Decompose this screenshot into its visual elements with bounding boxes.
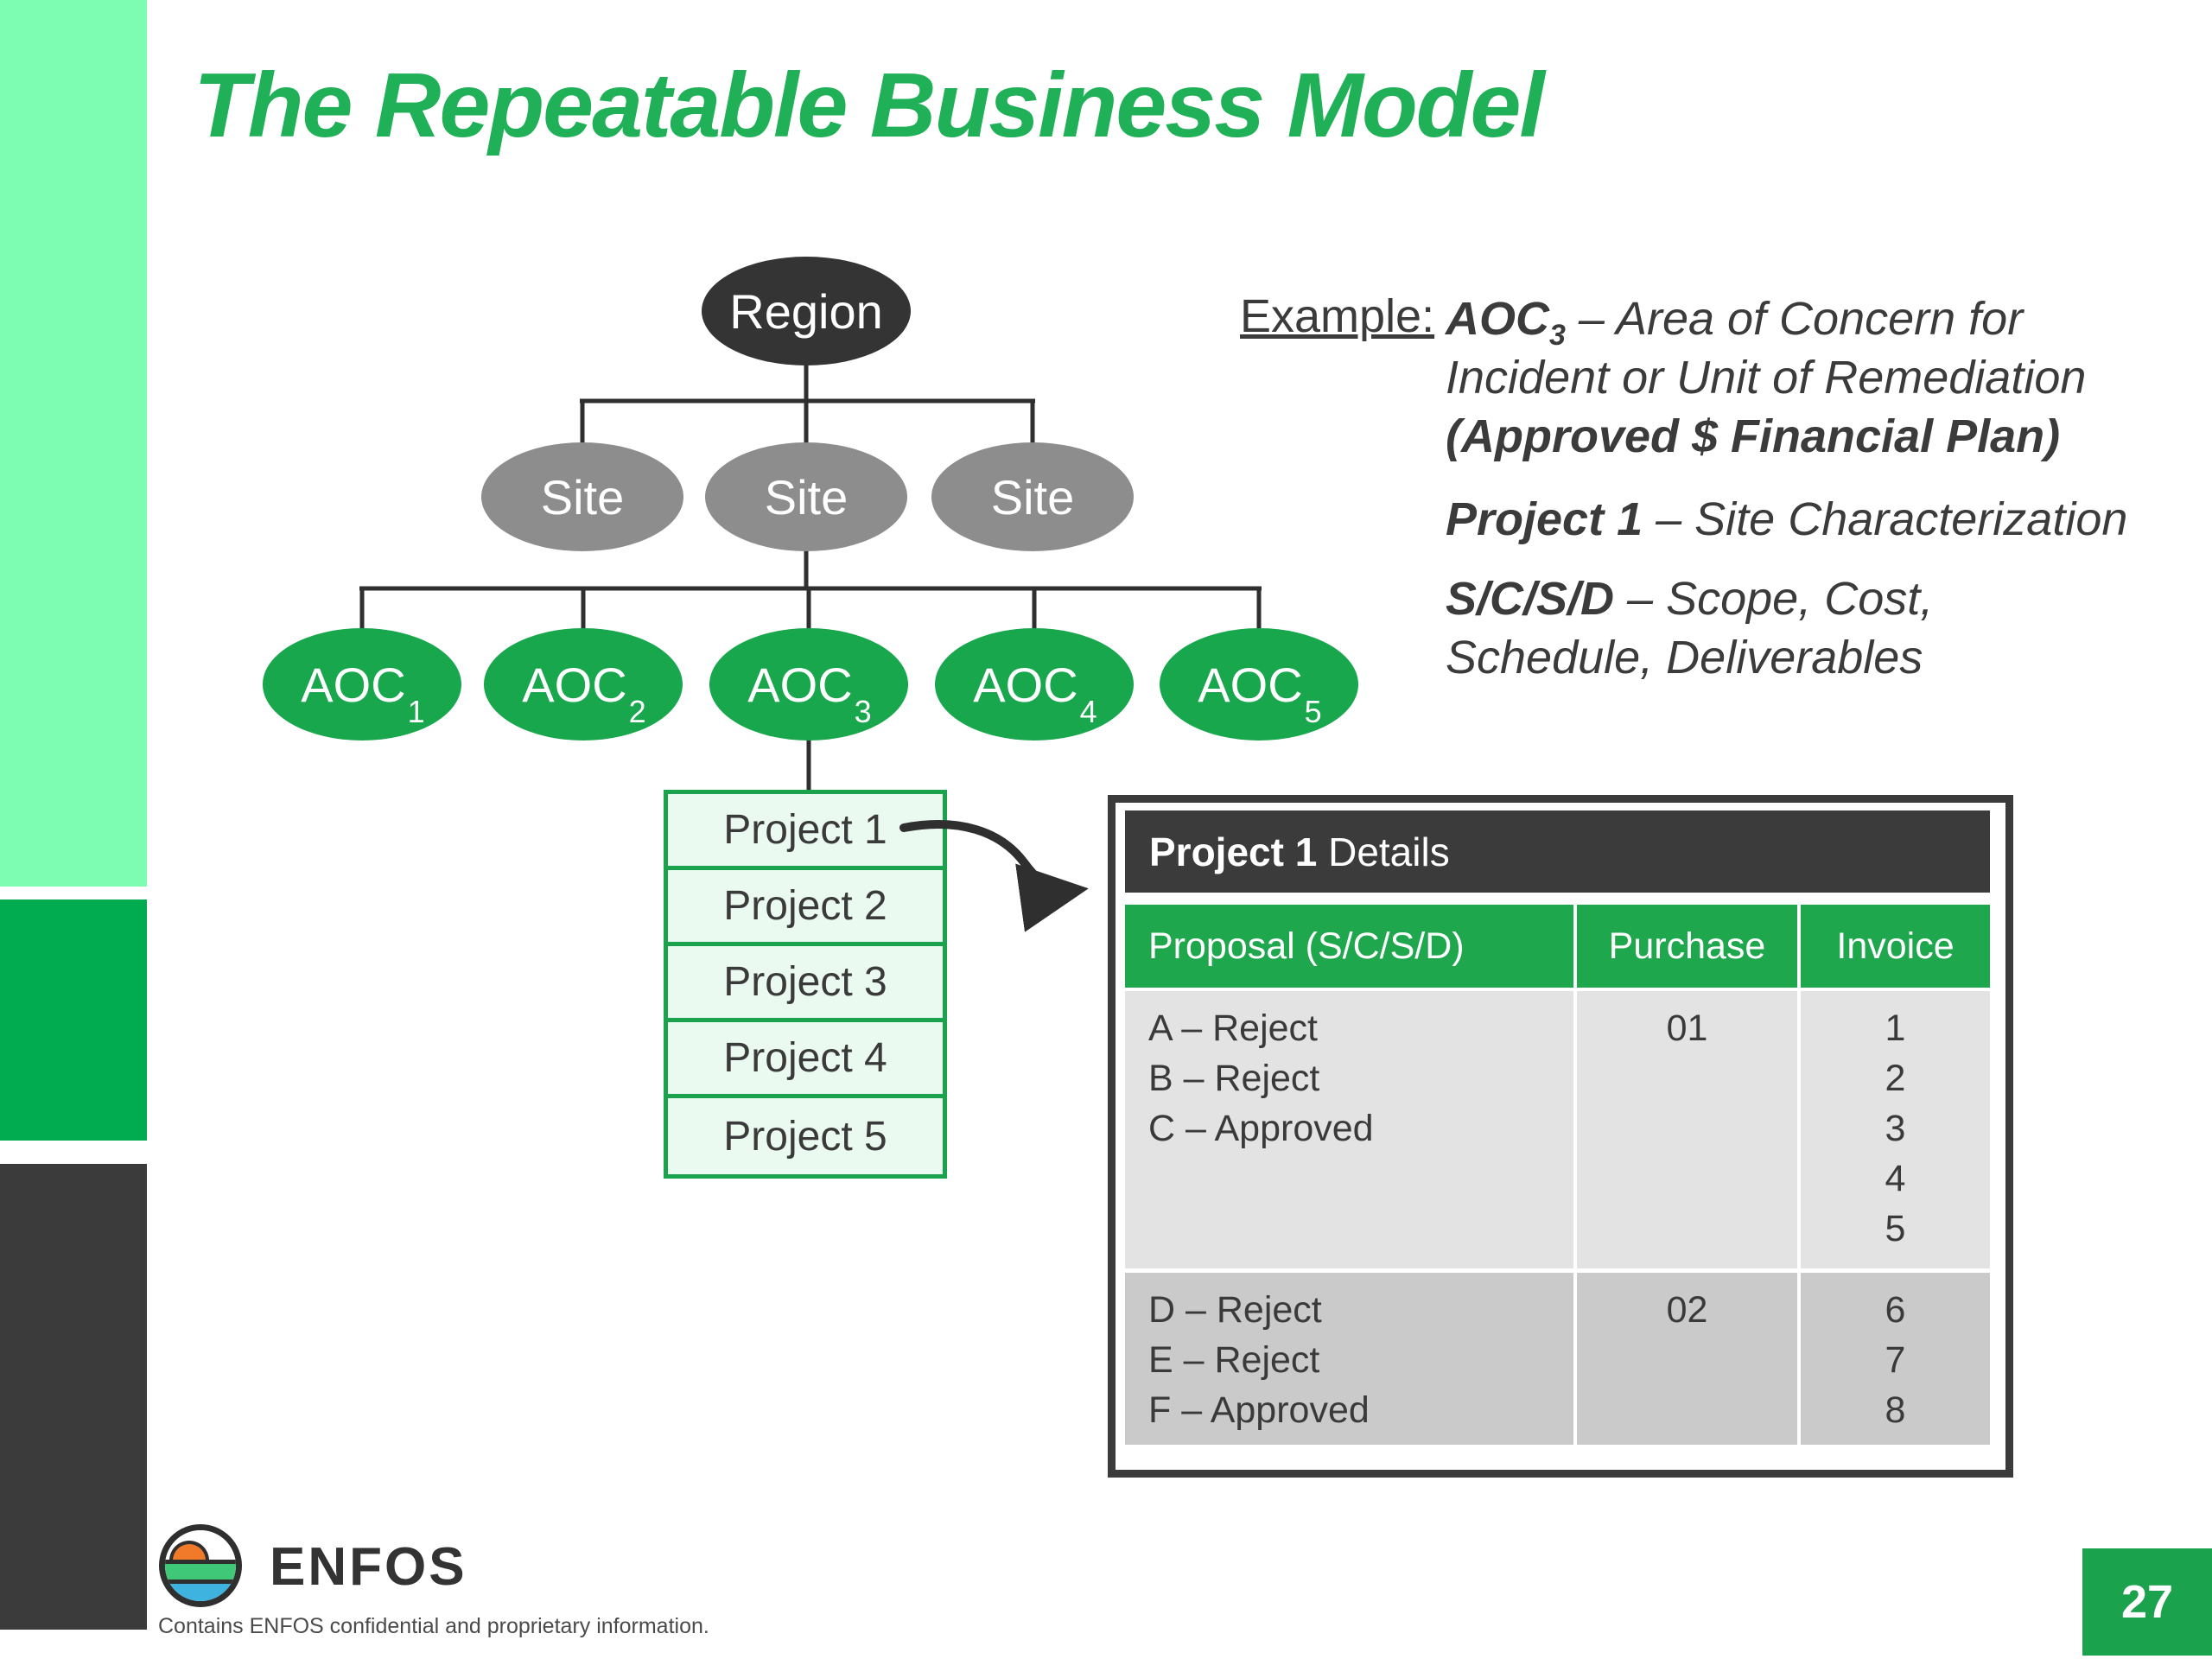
page-number: 27 (2120, 1576, 2174, 1628)
aoc-label: AOC3 (747, 657, 872, 729)
project-row: Project 3 (668, 946, 943, 1022)
left-bar-light-green (0, 0, 147, 887)
column-header-proposal: Proposal (S/C/S/D) (1125, 905, 1573, 988)
column-header-purchase: Purchase (1577, 905, 1797, 988)
aoc-node-3: AOC3 (709, 628, 908, 741)
example-scsd-line1: S/C/S/D – Scope, Cost, (1446, 573, 1934, 625)
project-details-table: Project 1 Details Proposal (S/C/S/D) Pur… (1108, 795, 2013, 1478)
column-header-invoice: Invoice (1801, 905, 1990, 988)
page-title: The Repeatable Business Model (194, 54, 1545, 156)
logo-blue-band (165, 1584, 236, 1601)
proposal-cell: A – Reject B – Reject C – Approved (1125, 991, 1573, 1268)
table-row-group-2: D – Reject E – Reject F – Approved 02 6 … (1125, 1273, 1990, 1445)
page-number-badge: 27 (2082, 1548, 2212, 1656)
logo-divider (165, 1560, 236, 1564)
example-scsd-line2: Schedule, Deliverables (1446, 632, 1923, 683)
project-row: Project 1 (668, 794, 943, 870)
purchase-cell: 02 (1577, 1273, 1797, 1445)
site-label: Site (990, 469, 1075, 524)
left-bar-dark (0, 1164, 147, 1630)
example-text: AOC3 – Area of Concern for Incident or U… (1446, 289, 2189, 687)
aoc-label: AOC5 (1198, 657, 1322, 729)
aoc-label: AOC2 (522, 657, 646, 729)
project-row: Project 2 (668, 870, 943, 946)
aoc-node-2: AOC2 (484, 628, 683, 741)
example-aoc-line2: Incident or Unit of Remediation (1446, 352, 2087, 404)
site-node-3: Site (931, 442, 1134, 551)
project-row: Project 5 (723, 1113, 887, 1160)
logo-green-band (165, 1564, 236, 1580)
site-label: Site (540, 469, 625, 524)
aoc-node-4: AOC4 (935, 628, 1134, 741)
table-row-group-1: A – Reject B – Reject C – Approved 01 1 … (1125, 991, 1990, 1268)
example-aoc-note: (Approved $ Financial Plan) (1446, 410, 2061, 462)
project-list: Project 1 Project 2 Project 3 Project 4 … (664, 790, 947, 1179)
logo-divider (165, 1580, 236, 1584)
purchase-cell: 01 (1577, 991, 1797, 1268)
site-label: Site (764, 469, 849, 524)
aoc-node-5: AOC5 (1160, 628, 1358, 741)
aoc-label: AOC1 (301, 657, 425, 729)
details-table-header-row: Proposal (S/C/S/D) Purchase Invoice (1125, 905, 1990, 988)
proposal-cell: D – Reject E – Reject F – Approved (1125, 1273, 1573, 1445)
enfos-logo-text: ENFOS (270, 1537, 467, 1597)
confidentiality-note: Contains ENFOS confidential and propriet… (158, 1614, 709, 1638)
aoc-label: AOC4 (973, 657, 1097, 729)
example-heading: Example: (1240, 290, 1435, 342)
details-table-title: Project 1 Details (1125, 810, 1990, 893)
enfos-logo-icon (159, 1524, 242, 1607)
invoice-cell: 6 7 8 (1801, 1273, 1990, 1445)
invoice-cell: 1 2 3 4 5 (1801, 991, 1990, 1268)
region-label: Region (729, 283, 883, 339)
site-node-1: Site (481, 442, 683, 551)
aoc-node-1: AOC1 (263, 628, 461, 741)
region-node: Region (702, 257, 911, 365)
left-bar-green (0, 899, 147, 1141)
example-aoc-line1: AOC3 – Area of Concern for (1446, 293, 2024, 352)
example-project-line: Project 1 – Site Characterization (1446, 493, 2128, 545)
site-node-2: Site (705, 442, 907, 551)
project-row: Project 4 (668, 1022, 943, 1098)
